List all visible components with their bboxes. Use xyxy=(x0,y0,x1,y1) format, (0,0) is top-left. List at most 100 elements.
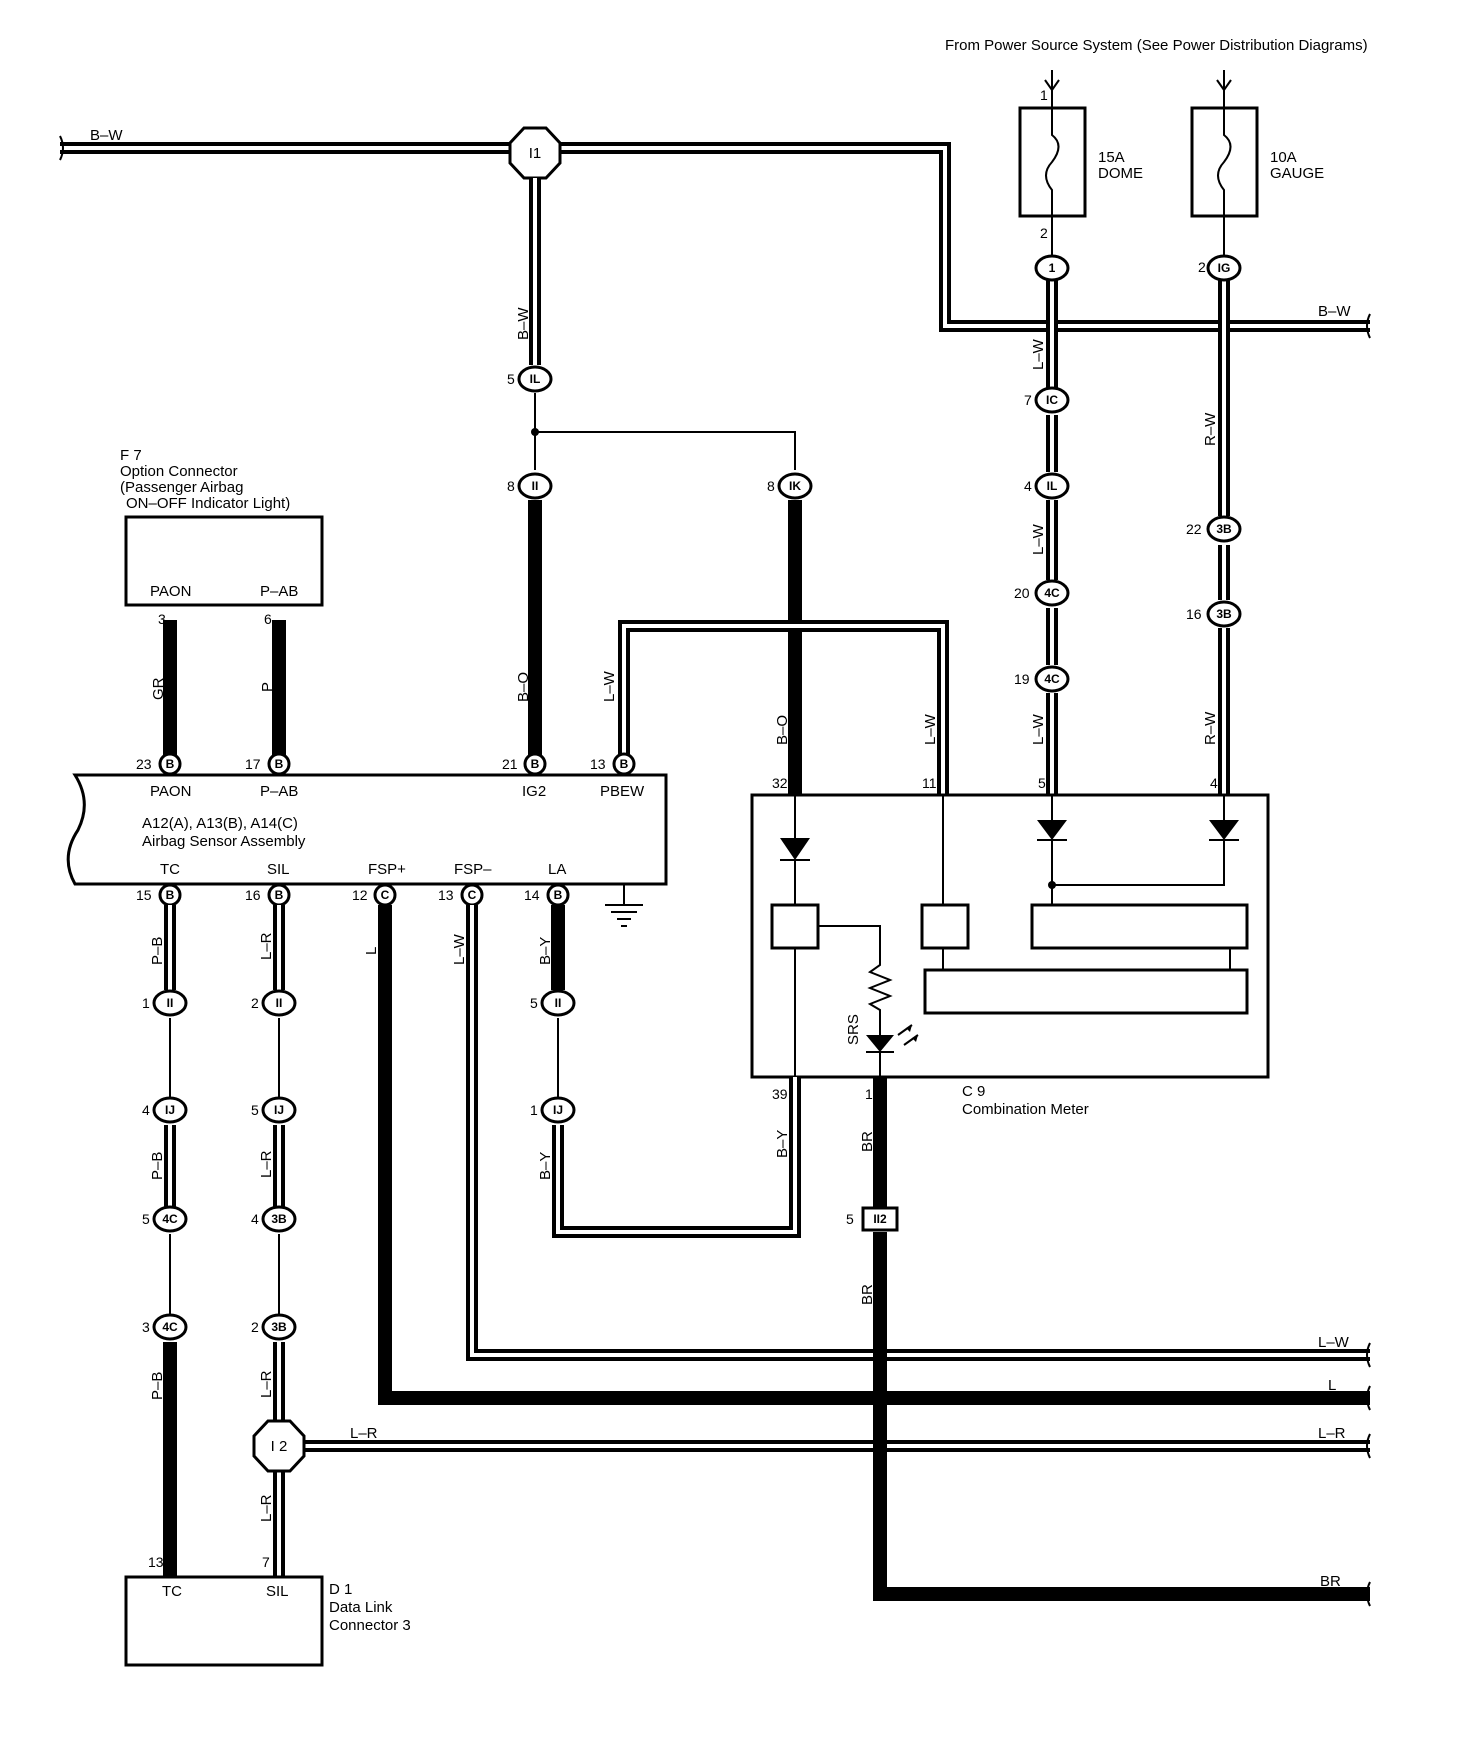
airbag-conn-pbew: B xyxy=(620,757,629,771)
airbag-pinnum-12: 12 xyxy=(352,887,368,903)
conn-3b2-pin: 2 xyxy=(251,1319,259,1335)
option-connector-name-2: (Passenger Airbag xyxy=(120,479,243,496)
wire-color-by-3: B–Y xyxy=(774,1130,791,1158)
conn-ij1-code: IJ xyxy=(553,1103,563,1117)
airbag-pin-tc: TC xyxy=(160,861,180,878)
wire-color-rw-2: R–W xyxy=(1202,711,1219,745)
fuse-gauge-label: GAUGE xyxy=(1270,165,1324,182)
conn-4c3-pin: 3 xyxy=(142,1319,150,1335)
airbag-conn-ig2: B xyxy=(531,757,540,771)
airbag-pinnum-16: 16 xyxy=(245,887,261,903)
fuse-gauge xyxy=(1190,70,1259,255)
wire-color-pb-1: P–B xyxy=(149,937,166,965)
conn-il5-code: IL xyxy=(530,372,541,386)
airbag-pin-fspm: FSP– xyxy=(454,861,492,878)
airbag-conn-pab: B xyxy=(275,757,284,771)
airbag-pinnum-15: 15 xyxy=(136,887,152,903)
dlc-pinnum-7: 7 xyxy=(262,1554,270,1570)
meter-pin-11: 11 xyxy=(922,775,937,791)
connector-ovals xyxy=(152,254,1242,1341)
wire-color-bo-1: B–O xyxy=(515,672,532,702)
wire-color-pb-3: P–B xyxy=(149,1372,166,1400)
conn-ig-code: IG xyxy=(1218,261,1231,275)
wire-color-lw-fsp: L–W xyxy=(451,933,468,965)
fuse-dome-rating: 15A xyxy=(1098,149,1125,166)
meter-internals xyxy=(770,795,1249,1077)
airbag-name: Airbag Sensor Assembly xyxy=(142,833,306,850)
meter-pin-5: 5 xyxy=(1038,775,1046,791)
junction-i1-label: I1 xyxy=(529,145,542,162)
conn-4c20-code: 4C xyxy=(1044,586,1060,600)
airbag-conn-fspp: C xyxy=(381,888,390,902)
airbag-pinnum-21: 21 xyxy=(502,756,518,772)
wire-color-br-1: BR xyxy=(859,1131,876,1152)
dlc-pinnum-13: 13 xyxy=(148,1554,164,1570)
conn-3b22-code: 3B xyxy=(1216,522,1232,536)
junction-i2 xyxy=(252,1419,306,1473)
conn-ii2b-code: II2 xyxy=(873,1212,887,1226)
dlc-name-1: Data Link xyxy=(329,1599,393,1616)
wire-color-lr-2: L–R xyxy=(258,1150,275,1178)
option-pin-6: 6 xyxy=(264,611,272,627)
conn-ik8-code: IK xyxy=(789,479,801,493)
option-connector-box xyxy=(124,515,324,607)
conn-il5-pin: 5 xyxy=(507,371,515,387)
conn-3b22-pin: 22 xyxy=(1186,521,1202,537)
option-connector-name-3: ON–OFF Indicator Light) xyxy=(126,495,290,512)
conn-il4-code: IL xyxy=(1047,479,1058,493)
airbag-pinnum-17: 17 xyxy=(245,756,261,772)
wire-color-bw-right: B–W xyxy=(1318,303,1351,320)
junction-i1 xyxy=(508,126,562,180)
wire-color-lr-1: L–R xyxy=(258,932,275,960)
conn-4c3-code: 4C xyxy=(162,1320,178,1334)
wire-color-out-br: BR xyxy=(1320,1573,1341,1590)
airbag-conn-la: B xyxy=(554,888,563,902)
wire-color-lw-11: L–W xyxy=(922,713,939,745)
ground-icon xyxy=(605,884,643,927)
airbag-sensor-box xyxy=(66,773,668,886)
wire-color-p: P xyxy=(259,682,276,692)
conn-3b16-code: 3B xyxy=(1216,607,1232,621)
conn-3b16-pin: 16 xyxy=(1186,606,1202,622)
airbag-pin-ig2: IG2 xyxy=(522,783,546,800)
wire-color-gr: GR xyxy=(150,677,167,700)
conn-ij5-code: IJ xyxy=(274,1103,284,1117)
airbag-conn-sil: B xyxy=(275,888,284,902)
wire-color-out-l: L xyxy=(1328,1377,1336,1394)
option-pin-paon: PAON xyxy=(150,583,191,600)
conn-4c5-code: 4C xyxy=(162,1212,178,1226)
meter-pin-4: 4 xyxy=(1210,775,1218,791)
fuse-dome-pin-out: 2 xyxy=(1040,225,1048,241)
wire-color-lr-4: L–R xyxy=(258,1494,275,1522)
conn-ig-pin: 2 xyxy=(1198,259,1206,275)
airbag-pinnum-13: 13 xyxy=(590,756,606,772)
wire-color-i2-lr: L–R xyxy=(350,1425,378,1442)
airbag-top-pins xyxy=(158,752,636,776)
option-connector-name-1: Option Connector xyxy=(120,463,238,480)
conn-3b4-code: 3B xyxy=(271,1212,287,1226)
wire-color-by-2: B–Y xyxy=(537,1152,554,1180)
wire-color-bw-left: B–W xyxy=(90,127,123,144)
conn-ii2b-pin: 5 xyxy=(846,1211,854,1227)
dlc-pin-sil: SIL xyxy=(266,1583,289,1600)
bw-bus xyxy=(59,135,1371,339)
option-connector-id: F 7 xyxy=(120,447,142,464)
wire-color-rw-1: R–W xyxy=(1202,412,1219,446)
airbag-pin-fspp: FSP+ xyxy=(368,861,406,878)
conn-4c5-pin: 5 xyxy=(142,1211,150,1227)
meter-name: Combination Meter xyxy=(962,1101,1089,1118)
conn-ii1-code: II xyxy=(167,996,174,1010)
wire-color-lw-1: L–W xyxy=(1030,338,1047,370)
meter-srs: SRS xyxy=(845,1014,862,1045)
wire-color-out-lr: L–R xyxy=(1318,1425,1346,1442)
conn-ii5-code: II xyxy=(555,996,562,1010)
conn-ii2-code: II xyxy=(276,996,283,1010)
wire-color-bo-2: B–O xyxy=(774,715,791,745)
conn-ii5-pin: 5 xyxy=(530,995,538,1011)
wire-color-lr-3: L–R xyxy=(258,1370,275,1398)
meter-id: C 9 xyxy=(962,1083,985,1100)
airbag-pin-paon: PAON xyxy=(150,783,191,800)
conn-ic7-pin: 7 xyxy=(1024,392,1032,408)
airbag-pin-la: LA xyxy=(548,861,566,878)
